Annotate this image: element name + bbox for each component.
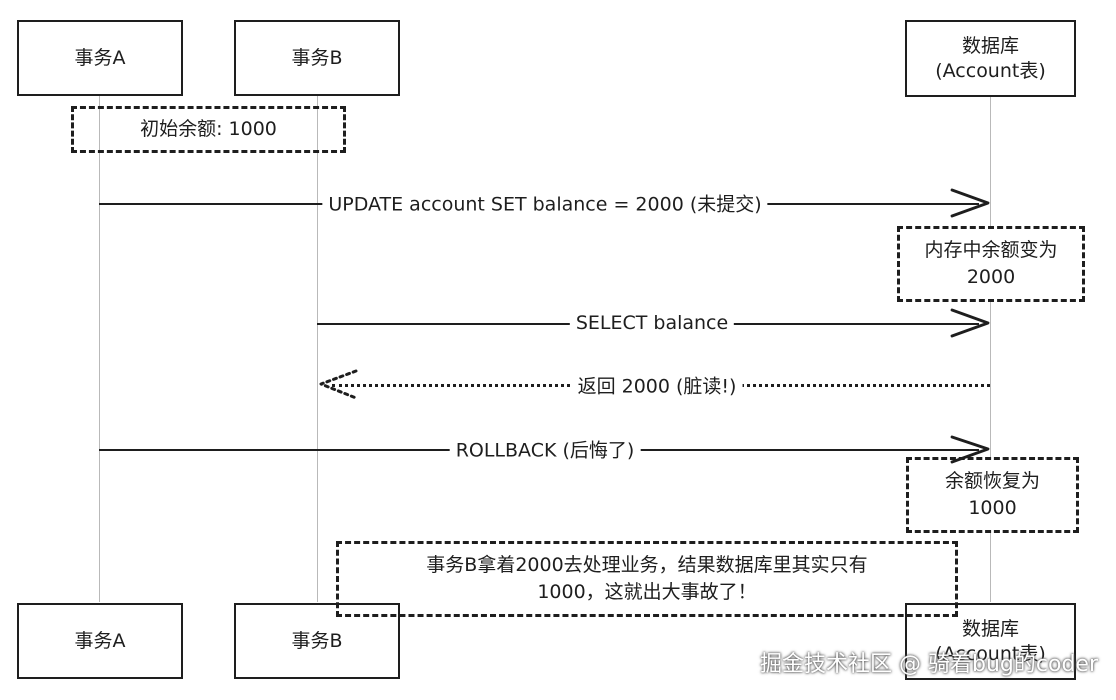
participant-tx-b-top: 事务B bbox=[234, 20, 400, 96]
watermark: 掘金技术社区 @ 骑着bug的coder bbox=[760, 652, 1098, 677]
message-select-label: SELECT balance bbox=[569, 312, 735, 334]
lifeline-tx-b bbox=[317, 96, 318, 602]
participant-tx-a-top: 事务A bbox=[17, 20, 183, 96]
message-rollback-label: ROLLBACK (后悔了) bbox=[449, 435, 641, 463]
participant-label: (Account表) bbox=[935, 642, 1046, 665]
participant-label: 事务A bbox=[74, 629, 126, 652]
note-balance-restored: 余额恢复为 1000 bbox=[906, 457, 1079, 533]
lifeline-database bbox=[990, 96, 991, 602]
message-update-label: UPDATE account SET balance = 2000 (未提交) bbox=[322, 189, 768, 217]
lifeline-tx-a bbox=[99, 96, 100, 602]
participant-label: 事务B bbox=[291, 46, 343, 69]
participant-label: 事务B bbox=[291, 629, 343, 652]
note-memory-change: 内存中余额变为 2000 bbox=[897, 226, 1085, 302]
participant-database-bottom: 数据库 (Account表) bbox=[905, 603, 1076, 680]
participant-label: 数据库 bbox=[961, 617, 1019, 640]
participant-tx-a-bottom: 事务A bbox=[17, 603, 183, 679]
participant-label: 数据库 bbox=[961, 34, 1019, 57]
participant-database-top: 数据库 (Account表) bbox=[905, 20, 1076, 97]
note-initial-balance: 初始余额: 1000 bbox=[71, 106, 346, 153]
participant-label: (Account表) bbox=[935, 59, 1046, 82]
note-consequence: 事务B拿着2000去处理业务，结果数据库里其实只有 1000，这就出大事故了！ bbox=[336, 541, 958, 617]
participant-label: 事务A bbox=[74, 46, 126, 69]
message-return-label: 返回 2000 (脏读!) bbox=[571, 371, 743, 399]
